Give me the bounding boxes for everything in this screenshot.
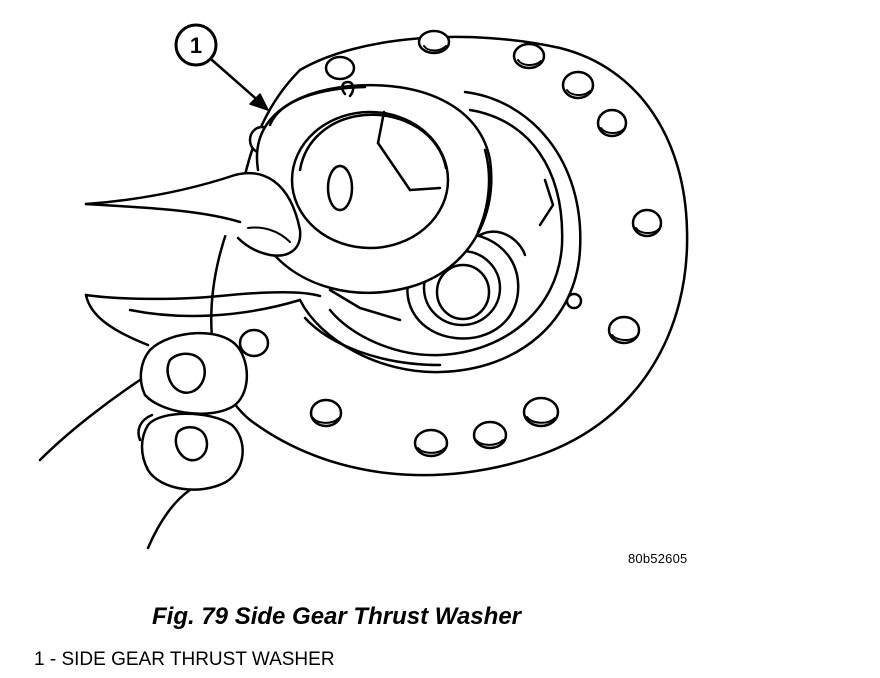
- callout-number: 1: [190, 33, 202, 58]
- callout-marker: 1: [174, 23, 218, 67]
- callout-leader: [210, 58, 269, 111]
- bolt-hole: [309, 398, 343, 428]
- bolt-hole: [413, 428, 449, 458]
- bolt-hole: [512, 42, 546, 70]
- bolt-hole: [561, 70, 595, 100]
- bolt-hole-shading: [312, 45, 660, 454]
- bolt-hole: [522, 396, 560, 428]
- bolt-hole: [607, 315, 641, 345]
- thrust-washer-illustration: 1: [38, 23, 689, 550]
- figure-id-code: 80b52605: [628, 551, 688, 566]
- figure-caption: Fig. 79 Side Gear Thrust Washer: [152, 603, 521, 630]
- legend-item-number: 1: [34, 649, 45, 670]
- bolt-holes: [238, 29, 663, 458]
- legend-item-label: SIDE GEAR THRUST WASHER: [61, 649, 335, 670]
- legend-item: 1 - SIDE GEAR THRUST WASHER: [34, 649, 335, 671]
- side-gear-thrust-washer: [255, 80, 493, 294]
- legend: 1 - SIDE GEAR THRUST WASHER: [34, 649, 335, 671]
- hand: [38, 171, 322, 550]
- bolt-hole: [324, 55, 356, 81]
- bolt-hole: [631, 208, 663, 238]
- bolt-hole: [238, 328, 270, 358]
- legend-item-separator: -: [44, 649, 62, 670]
- bolt-hole: [472, 420, 508, 450]
- bolt-hole: [596, 108, 628, 138]
